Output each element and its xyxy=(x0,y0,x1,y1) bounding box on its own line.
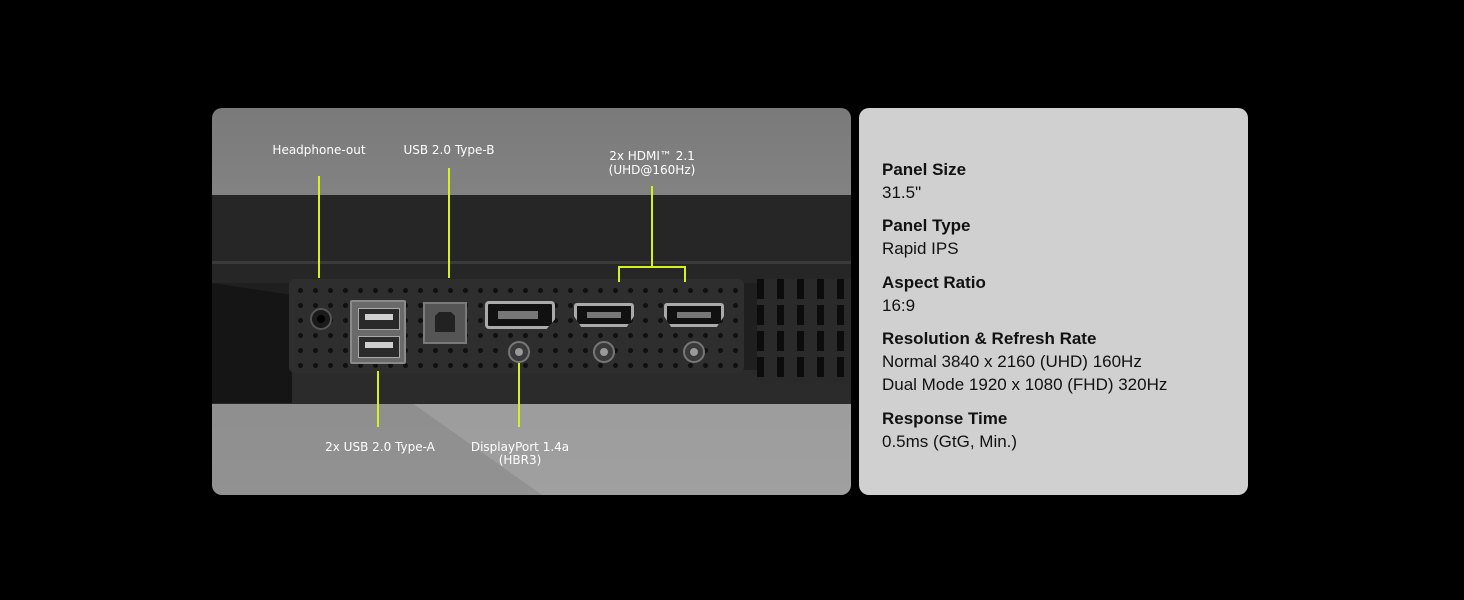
screw-icon xyxy=(508,341,530,363)
displayport-icon xyxy=(485,301,555,329)
spec-panel-type: Panel Type Rapid IPS xyxy=(882,215,971,260)
spec-aspect-ratio: Aspect Ratio 16:9 xyxy=(882,272,986,317)
spec-value: Dual Mode 1920 x 1080 (FHD) 320Hz xyxy=(882,375,1168,394)
spec-label: Panel Type xyxy=(882,216,971,235)
callout-line-dp xyxy=(518,363,520,427)
callout-line-hdmi xyxy=(651,186,653,268)
displayport-label-line1: DisplayPort 1.4a xyxy=(470,440,570,454)
specifications-panel: Panel Size 31.5" Panel Type Rapid IPS As… xyxy=(859,108,1248,495)
usb-a-ports-icon xyxy=(350,300,406,364)
headphone-jack-icon xyxy=(310,308,332,330)
spec-label: Resolution & Refresh Rate xyxy=(882,329,1097,348)
usb-a-label: 2x USB 2.0 Type-A xyxy=(325,440,435,454)
spec-resolution-refresh: Resolution & Refresh Rate Normal 3840 x … xyxy=(882,328,1167,396)
screw-icon xyxy=(683,341,705,363)
monitor-corner xyxy=(212,283,292,403)
callout-line-usb-b xyxy=(448,168,450,278)
callout-bracket-hdmi xyxy=(618,266,686,268)
spec-label: Response Time xyxy=(882,409,1008,428)
spec-value: Normal 3840 x 2160 (UHD) 160Hz xyxy=(882,352,1142,371)
spec-panel-size: Panel Size 31.5" xyxy=(882,159,966,204)
callout-line-usb-a xyxy=(377,371,379,427)
vent-grille xyxy=(757,279,851,383)
monitor-lower-edge xyxy=(212,370,851,404)
spec-value: 0.5ms (GtG, Min.) xyxy=(882,432,1018,451)
hdmi-port-2-icon xyxy=(664,303,724,327)
hdmi-label-line2: (UHD@160Hz) xyxy=(608,163,696,177)
spec-value: 16:9 xyxy=(882,296,916,315)
monitor-bezel xyxy=(212,195,851,283)
spec-response-time: Response Time 0.5ms (GtG, Min.) xyxy=(882,408,1017,453)
spec-label: Aspect Ratio xyxy=(882,273,986,292)
bezel-edge xyxy=(212,261,851,264)
ports-image-panel: Headphone-out USB 2.0 Type-B 2x HDMI™ 2.… xyxy=(212,108,851,495)
displayport-label-line2: (HBR3) xyxy=(498,453,542,467)
usb-b-port-icon xyxy=(423,302,467,344)
callout-line-headphone xyxy=(318,176,320,278)
usb-b-label: USB 2.0 Type-B xyxy=(403,143,495,157)
callout-bracket-hdmi-left xyxy=(618,266,620,282)
spec-label: Panel Size xyxy=(882,160,967,179)
hdmi-port-1-icon xyxy=(574,303,634,327)
spec-value: Rapid IPS xyxy=(882,239,959,258)
headphone-out-label: Headphone-out xyxy=(272,143,366,157)
spec-value: 31.5" xyxy=(882,183,922,202)
hdmi-label-line1: 2x HDMI™ 2.1 xyxy=(609,149,695,163)
screw-icon xyxy=(593,341,615,363)
callout-bracket-hdmi-right xyxy=(684,266,686,282)
